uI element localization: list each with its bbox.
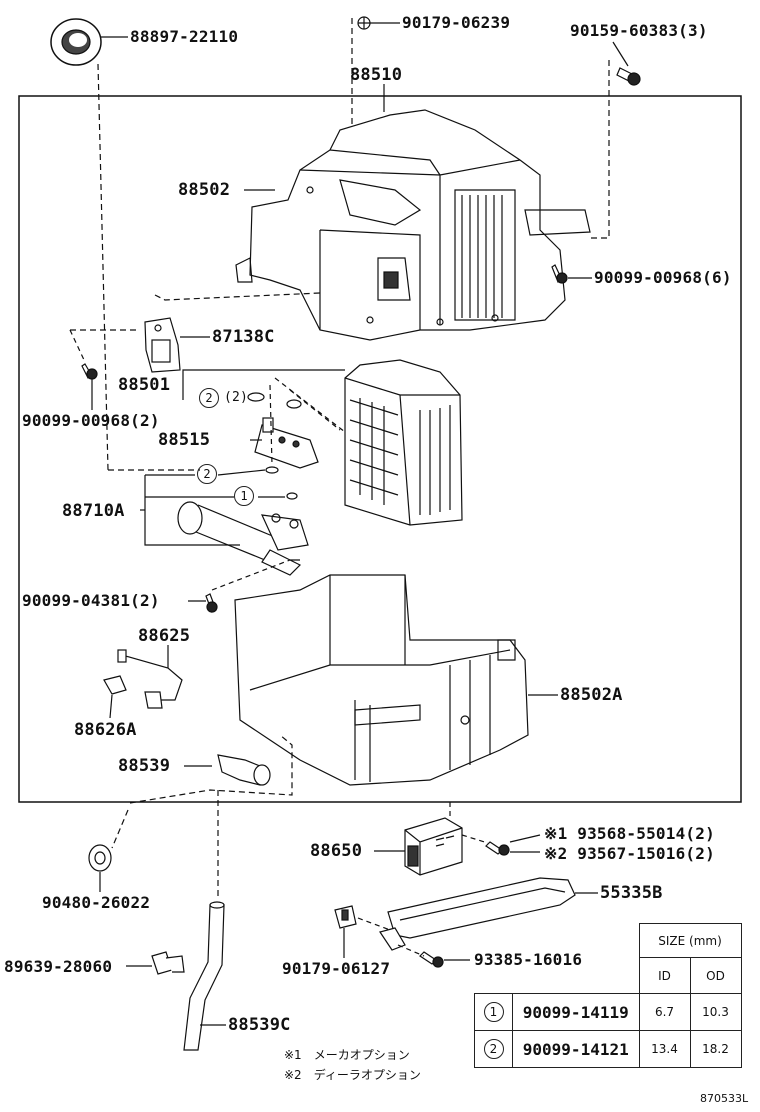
size-od-2: 18.2 bbox=[689, 1030, 742, 1068]
bracket-drawing bbox=[144, 317, 181, 373]
size-table-od-header: OD bbox=[689, 957, 742, 994]
label-88897-22110: 88897-22110 bbox=[130, 27, 239, 46]
size-id-1: 6.7 bbox=[638, 993, 691, 1031]
amplifier-drawing bbox=[404, 817, 463, 876]
label-88502: 88502 bbox=[178, 180, 231, 200]
label-90179-06239: 90179-06239 bbox=[402, 13, 511, 32]
label-87138c: 87138C bbox=[212, 327, 275, 347]
label-90179-06127: 90179-06127 bbox=[282, 959, 391, 978]
drain-hose-drawing bbox=[217, 754, 271, 786]
figure-code: 870533L bbox=[700, 1092, 749, 1105]
label-88710a: 88710A bbox=[62, 501, 125, 521]
expansion-valve-drawing bbox=[254, 417, 319, 469]
size-id-2: 13.4 bbox=[638, 1030, 691, 1068]
label-88650: 88650 bbox=[310, 841, 363, 861]
evaporator-drawing bbox=[344, 359, 463, 526]
note-dealer-option: ※2 ディーラオプション bbox=[284, 1068, 421, 1082]
label-88539c: 88539C bbox=[228, 1015, 291, 1035]
label-88539: 88539 bbox=[118, 756, 171, 776]
label-90099-00968-6: 90099-00968(6) bbox=[594, 268, 732, 287]
screw-top-right-drawing bbox=[616, 67, 641, 86]
size-table-header: SIZE (mm) bbox=[638, 923, 742, 958]
hose-clamp-drawing bbox=[151, 951, 185, 975]
label-88515: 88515 bbox=[158, 430, 211, 450]
bolt-left-drawing bbox=[81, 363, 98, 380]
label-90099-00968-2: 90099-00968(2) bbox=[22, 411, 160, 430]
label-88502a: 88502A bbox=[560, 685, 623, 705]
label-88626a: 88626A bbox=[74, 720, 137, 740]
callout-2-oring: 2 bbox=[199, 388, 219, 408]
size-ref-2: 2 bbox=[483, 1039, 504, 1059]
suction-pipe-drawing bbox=[177, 501, 309, 576]
size-od-1: 10.3 bbox=[689, 993, 742, 1031]
size-table-id-header: ID bbox=[638, 957, 691, 994]
stay-bracket-drawing bbox=[379, 877, 576, 951]
label-90480-26022: 90480-26022 bbox=[42, 893, 151, 912]
label-89639-28060: 89639-28060 bbox=[4, 957, 113, 976]
label-55335b: 55335B bbox=[600, 883, 663, 903]
label-93567-15016: ※2 93567-15016(2) bbox=[544, 844, 715, 863]
callout-qty: (2) bbox=[224, 390, 249, 405]
screw-lower-drawing bbox=[205, 593, 218, 613]
label-88501: 88501 bbox=[118, 375, 171, 395]
bracket-bolt-drawing bbox=[419, 951, 444, 968]
upper-case-drawing bbox=[235, 109, 591, 341]
grommet-drawing bbox=[88, 844, 112, 872]
size-table: SIZE (mm) ID OD 1 90099-14119 6.7 10.3 2… bbox=[474, 923, 742, 1068]
label-90159-60383: 90159-60383(3) bbox=[570, 21, 708, 40]
label-88510: 88510 bbox=[350, 65, 403, 85]
thermistor-wire-drawing bbox=[103, 649, 183, 709]
bolt-right-drawing bbox=[551, 264, 568, 284]
label-90099-04381: 90099-04381(2) bbox=[22, 591, 160, 610]
label-93568-55014: ※1 93568-55014(2) bbox=[544, 824, 715, 843]
size-part-1: 90099-14119 bbox=[512, 993, 640, 1031]
table-row: 1 90099-14119 6.7 10.3 bbox=[474, 993, 742, 1031]
assembly-frame bbox=[18, 95, 742, 803]
clip-lower-drawing bbox=[334, 905, 357, 929]
size-ref-1: 1 bbox=[483, 1002, 504, 1022]
o-ring-drawing bbox=[247, 392, 265, 402]
clip-top-drawing bbox=[357, 16, 371, 30]
drain-tube-drawing bbox=[183, 901, 225, 1051]
note-maker-option: ※1 メーカオプション bbox=[284, 1048, 410, 1062]
size-part-2: 90099-14121 bbox=[512, 1030, 640, 1068]
table-row: 2 90099-14121 13.4 18.2 bbox=[474, 1030, 742, 1068]
amplifier-screw-drawing bbox=[485, 841, 510, 856]
callout-2-pipe: 2 bbox=[197, 464, 217, 484]
callout-1-pipe: 1 bbox=[234, 486, 254, 506]
label-88625: 88625 bbox=[138, 626, 191, 646]
seal-drawing bbox=[50, 18, 102, 66]
lower-case-drawing bbox=[234, 574, 529, 786]
